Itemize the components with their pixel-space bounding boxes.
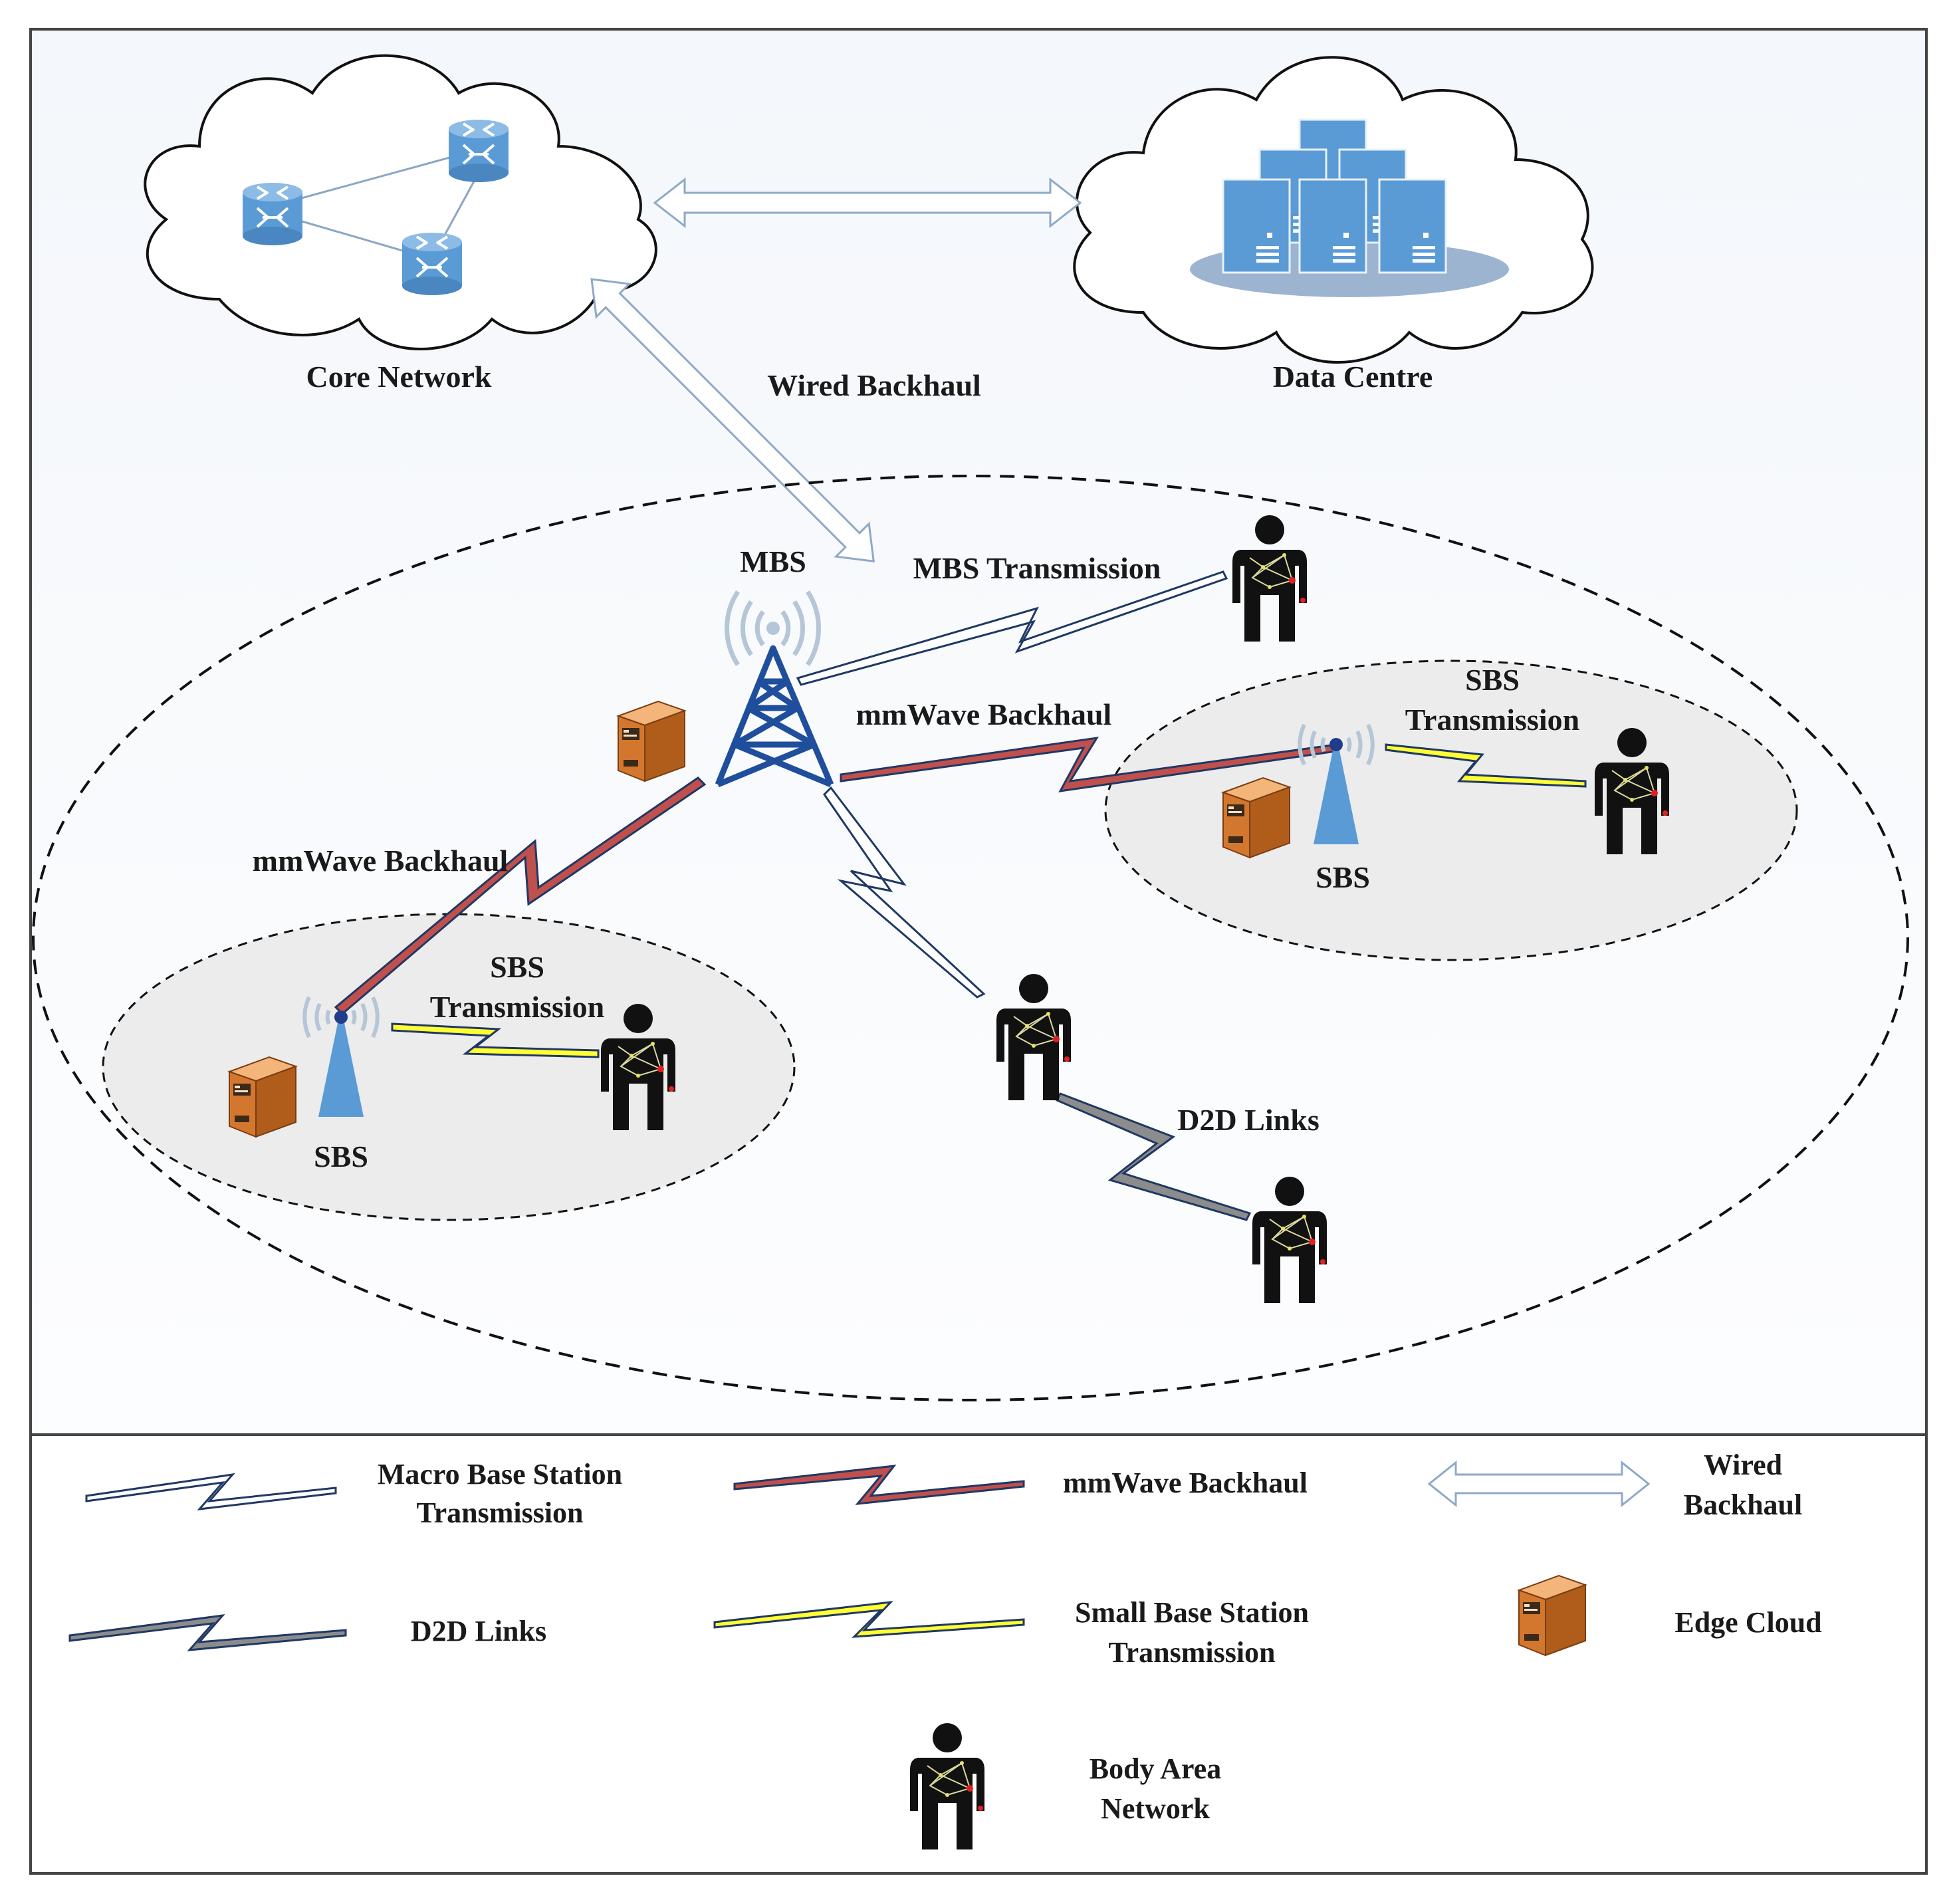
wired-backhaul-arrow-horizontal xyxy=(653,177,1082,229)
sbs-transmission-label-right-line2: Transmission xyxy=(1405,703,1579,737)
sbs-transmission-link-right xyxy=(1385,743,1587,788)
wired-backhaul-arrow-diagonal xyxy=(590,278,875,562)
legend: Macro Base Station Transmission mmWave B… xyxy=(68,1449,1822,1850)
macro-cell-boundary xyxy=(32,475,1909,1401)
mmwave-backhaul-link-left xyxy=(334,776,707,1016)
edge-cloud-icon xyxy=(229,1056,296,1137)
legend-ban-label-line1: Body Area xyxy=(1090,1752,1221,1785)
mmwave-backhaul-label-right: mmWave Backhaul xyxy=(856,697,1112,731)
legend-wired-symbol xyxy=(1427,1460,1651,1508)
legend-mbs-symbol xyxy=(85,1473,337,1510)
sbs-label-left: SBS xyxy=(314,1139,368,1173)
d2d-links-label: D2D Links xyxy=(1177,1103,1319,1137)
d2d-link xyxy=(1055,1092,1252,1221)
legend-wired-label-line1: Wired xyxy=(1704,1449,1782,1481)
mbs-label: MBS xyxy=(740,544,806,578)
legend-mmwave-symbol xyxy=(733,1465,1025,1505)
legend-ban-label-line2: Network xyxy=(1101,1792,1210,1825)
core-network-label: Core Network xyxy=(306,360,492,394)
wired-backhaul-label: Wired Backhaul xyxy=(767,368,981,402)
edge-cloud-icon xyxy=(618,701,685,782)
core-network-cloud xyxy=(144,54,657,350)
legend-wired-label-line2: Backhaul xyxy=(1684,1488,1803,1521)
legend-mbs-label-line2: Transmission xyxy=(416,1496,583,1529)
router-icon xyxy=(447,118,510,183)
legend-d2d-label: D2D Links xyxy=(411,1615,546,1647)
small-cell-left xyxy=(102,913,796,1221)
edge-cloud-icon xyxy=(1518,1575,1586,1656)
legend-edge-cloud-label: Edge Cloud xyxy=(1674,1606,1821,1639)
router-icon xyxy=(401,231,463,297)
router-icon xyxy=(241,181,304,247)
legend-mmwave-label: mmWave Backhaul xyxy=(1063,1467,1308,1499)
sbs-transmission-label-left-line1: SBS xyxy=(490,950,544,984)
sbs-label-right: SBS xyxy=(1316,860,1370,894)
legend-sbs-symbol xyxy=(713,1601,1025,1638)
mmwave-backhaul-label-left: mmWave Backhaul xyxy=(253,844,509,878)
server-icon xyxy=(1378,178,1447,274)
mbs-transmission-label: MBS Transmission xyxy=(913,551,1161,585)
sbs-transmission-link-left xyxy=(391,1022,600,1058)
legend-sbs-label-line2: Transmission xyxy=(1108,1636,1275,1669)
mbs-transmission-link-user xyxy=(823,786,986,999)
edge-cloud-icon xyxy=(1222,777,1290,858)
server-icon xyxy=(1298,178,1367,274)
sbs-transmission-label-right-line1: SBS xyxy=(1465,663,1520,697)
server-icon xyxy=(1222,178,1291,274)
legend-d2d-symbol xyxy=(68,1613,347,1651)
legend-sbs-label-line1: Small Base Station xyxy=(1075,1596,1309,1629)
legend-mbs-label-line1: Macro Base Station xyxy=(378,1458,622,1490)
tower-icon xyxy=(715,590,834,788)
sbs-transmission-label-left-line2: Transmission xyxy=(430,990,604,1024)
mbs-transmission-link xyxy=(796,570,1228,686)
data-centre-label: Data Centre xyxy=(1273,360,1433,394)
